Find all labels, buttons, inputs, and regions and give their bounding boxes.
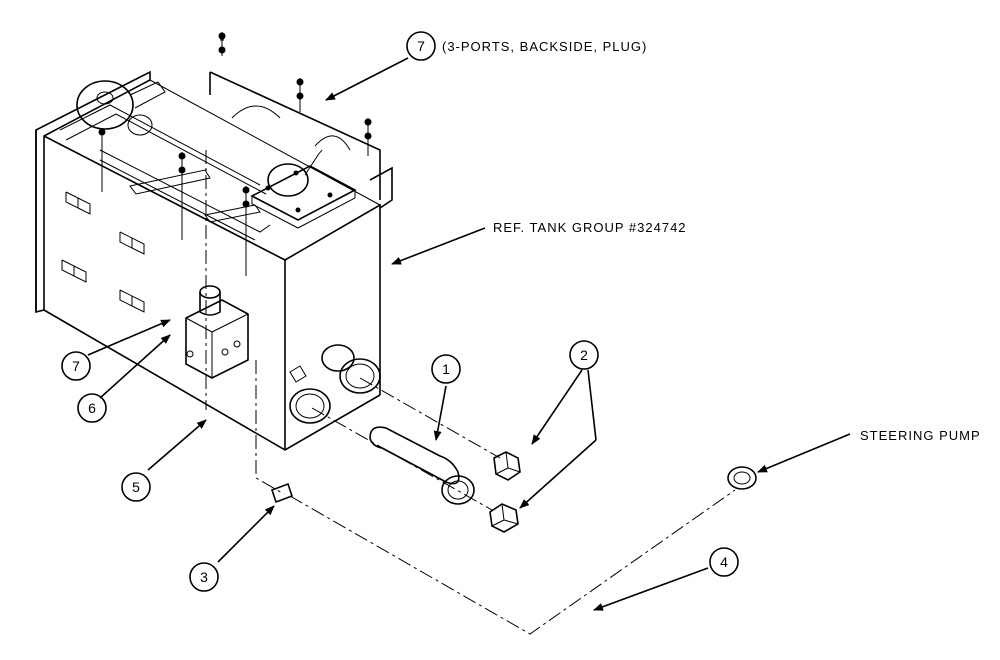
port-openings <box>289 344 381 424</box>
mount-bracket-2 <box>119 231 145 255</box>
mount-bracket-1 <box>65 191 91 215</box>
mount-bracket-4 <box>119 289 145 313</box>
mount-bracket-3 <box>61 259 87 283</box>
callout-5: 5 <box>121 472 151 502</box>
callout-7-left: 7 <box>61 351 91 381</box>
svg-text:7: 7 <box>417 38 425 54</box>
callout-6: 6 <box>77 393 107 423</box>
leader-lines <box>87 57 851 611</box>
fitting-3 <box>270 482 294 504</box>
svg-text:7: 7 <box>72 358 80 374</box>
svg-text:4: 4 <box>720 554 728 570</box>
plug-lower <box>489 503 519 533</box>
callout-2: 2 <box>569 340 599 370</box>
bolt-set <box>98 32 372 276</box>
callout-3: 3 <box>189 562 219 592</box>
steering-pump-fitting <box>727 466 757 490</box>
centerlines <box>205 150 736 635</box>
callout-1: 1 <box>431 354 461 384</box>
svg-text:2: 2 <box>580 347 588 363</box>
valve-block <box>185 285 249 379</box>
ports-note-label: (3-PORTS, BACKSIDE, PLUG) <box>442 39 647 54</box>
svg-text:1: 1 <box>442 361 450 377</box>
svg-text:6: 6 <box>88 400 96 416</box>
filter-element <box>369 426 475 505</box>
tank-ref-label: REF. TANK GROUP #324742 <box>493 220 687 235</box>
callout-4: 4 <box>709 547 739 577</box>
steering-pump-label: STEERING PUMP <box>860 428 981 443</box>
tank-assembly <box>35 32 393 451</box>
callout-7-top: 7 <box>406 31 436 61</box>
svg-text:3: 3 <box>200 569 208 585</box>
plug-upper <box>493 451 521 481</box>
svg-text:5: 5 <box>132 479 140 495</box>
